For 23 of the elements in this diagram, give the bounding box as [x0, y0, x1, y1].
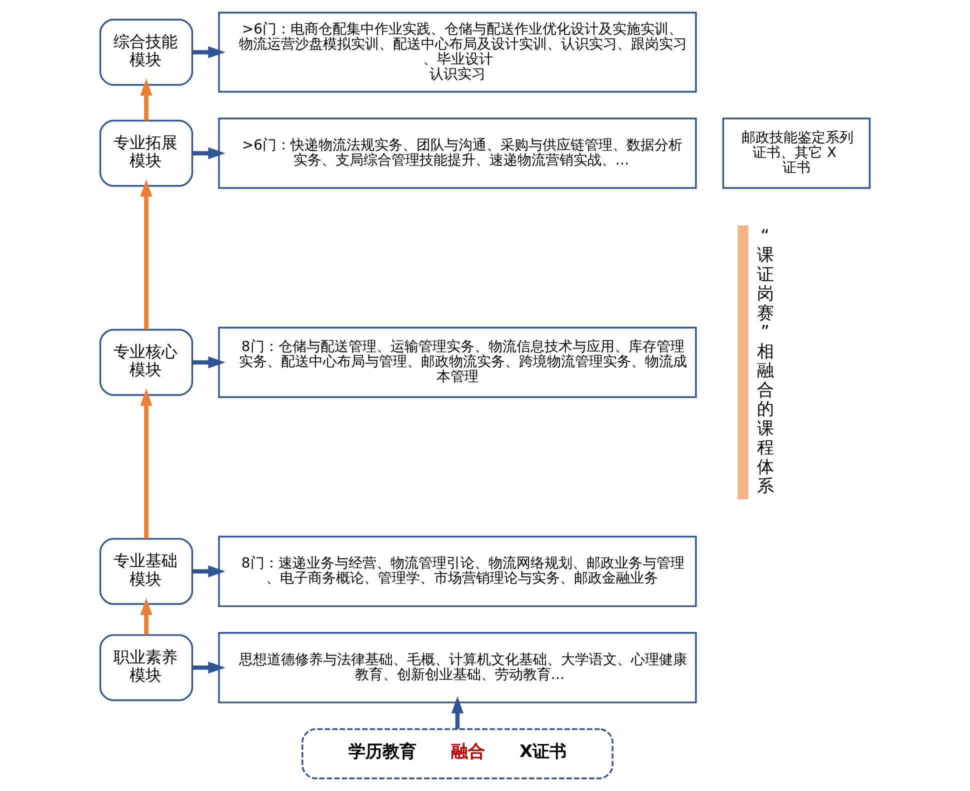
node-box: 职业素养模块: [99, 634, 194, 702]
arrow: [140, 598, 152, 635]
label: “课证岗赛”相融合的课程体系: [756, 226, 774, 497]
arrow: [140, 179, 152, 330]
node-box: 8门：速递业务与经营、物流管理引论、物流网络规划、邮政业务与管理、电子商务概论、管理学、市场营销理论与实务、邮政金融业务: [218, 536, 697, 608]
arrow: [140, 78, 152, 121]
arrow: [192, 356, 226, 368]
node-box: 专业核心模块: [99, 328, 194, 396]
node-box: 专业拓展模块: [99, 120, 194, 187]
arrow: [140, 388, 152, 538]
node-box: >6门：快递物流法规实务、团队与沟通、采购与供应链管理、数据分析实务、支局综合管理技能提升、速递物流营销实战、…: [218, 118, 697, 189]
node-box: 学历教育 融合 X证书: [302, 728, 614, 780]
node-box: 综合技能模块: [99, 18, 194, 86]
arrow: [192, 147, 226, 160]
node-box: 思想道德修养与法律基础、毛概、计算机文化基础、大学语文、心理健康教育、创新创业基础、劳动教育…: [218, 632, 697, 704]
node-box: 8门：仓储与配送管理、运输管理实务、物流信息技术与应用、库存管理实务、配送中心布局与管理、邮政物流实务、跨境物流管理实务、物流成本管理: [218, 326, 697, 398]
arrow: [192, 46, 226, 58]
arrow: [192, 565, 226, 578]
arrow: [192, 662, 226, 674]
node-box: 邮政技能鉴定系列证书、其它 X 证书: [722, 118, 871, 189]
arrow: [451, 696, 464, 729]
node-box: >6门：电商仓配集中作业实践、仓储与配送作业优化设计及实施实训、物流运营沙盘模拟实训、配送中心布局及设计实训、认识实习、跟岗实习、毕业设计 认识实习: [218, 12, 697, 93]
node-box: 专业基础模块: [99, 538, 194, 605]
